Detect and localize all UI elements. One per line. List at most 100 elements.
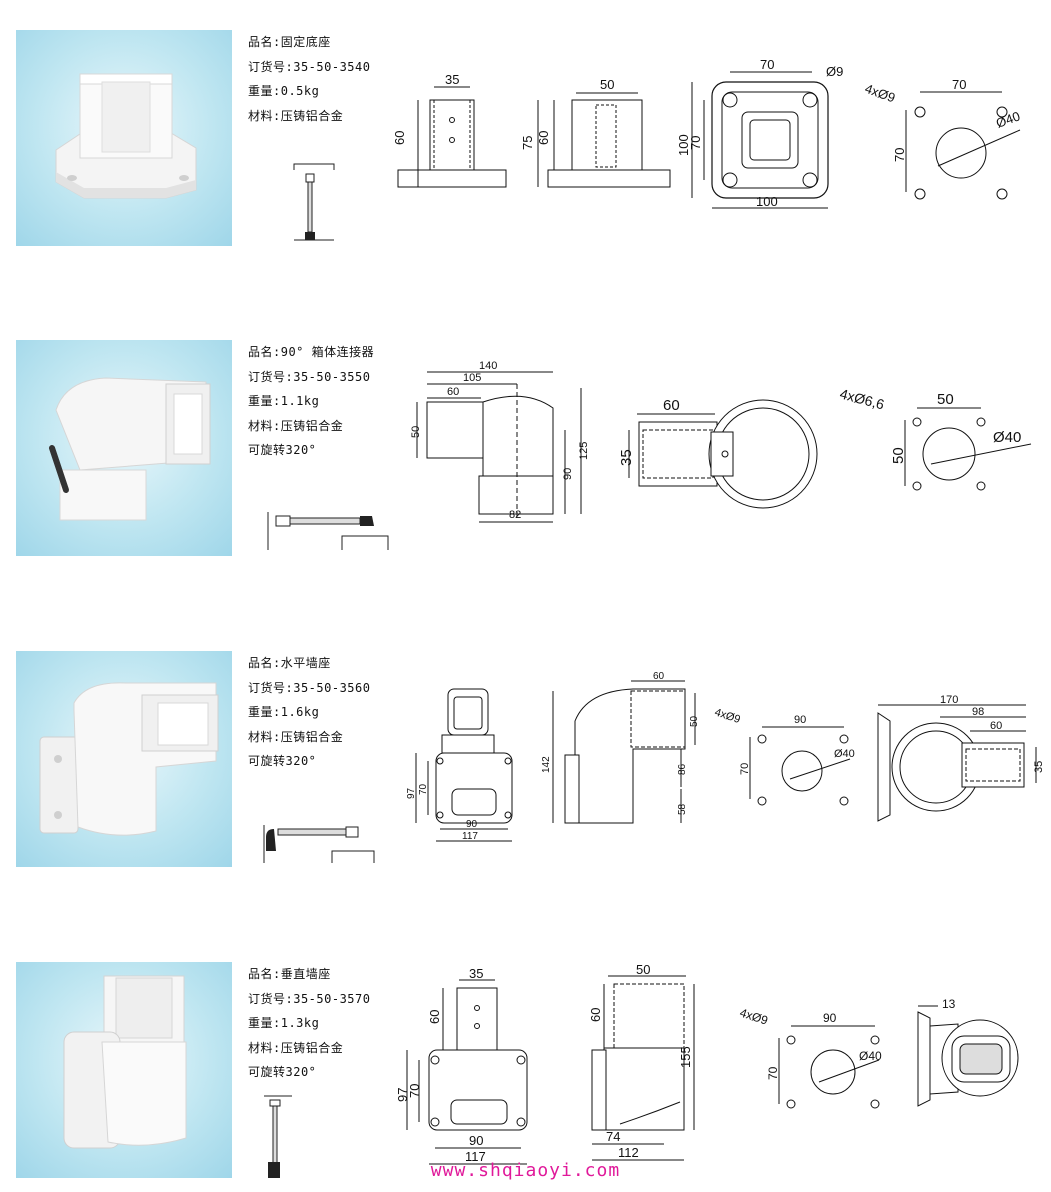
- product-photo-vertical-wall-mount: [16, 962, 232, 1178]
- dim-label: Ø40: [993, 429, 1021, 446]
- weight: 重量:1.6kg: [248, 705, 320, 719]
- spec-block: 品名:水平墙座 订货号:35-50-3560 重量:1.6kg 材料:压铸铝合金…: [248, 651, 408, 774]
- dim-label: 60: [990, 720, 1002, 732]
- weight: 重量:1.3kg: [248, 1016, 320, 1030]
- product-row-4: 品名:垂直墙座 订货号:35-50-3570 重量:1.3kg 材料:压铸铝合金…: [0, 962, 1051, 1192]
- spec-block: 品名:固定底座 订货号:35-50-3540 重量:0.5kg 材料:压铸铝合金: [248, 30, 408, 128]
- material: 材料:压铸铝合金: [248, 729, 344, 744]
- front-view-drawing: 35 60: [392, 75, 507, 188]
- top-view-drawing: 170 98 60 35: [877, 695, 1045, 822]
- dim-label: 35: [445, 75, 459, 87]
- dim-label: 98: [972, 706, 984, 718]
- product-name: 品名:垂直墙座: [248, 967, 331, 981]
- hole-pattern-drawing: 4xØ9 70 Ø40 70: [863, 77, 1022, 200]
- dim-label: 100: [756, 194, 778, 209]
- dim-label: 70: [760, 58, 774, 72]
- dim-label: 50: [410, 426, 422, 438]
- dim-label: 86: [677, 763, 688, 775]
- dim-label: 125: [578, 442, 590, 460]
- dim-label: 60: [392, 131, 407, 145]
- dim-label: 70: [418, 783, 429, 795]
- install-diagram: [264, 1095, 292, 1178]
- dim-label: 60: [447, 386, 459, 398]
- weight: 重量:0.5kg: [248, 84, 320, 98]
- dim-label: 4xØ6,6: [838, 385, 886, 412]
- dim-label: 60: [588, 1008, 603, 1022]
- dim-label: 82: [509, 509, 521, 521]
- dim-label: 117: [462, 831, 478, 842]
- dim-label: 142: [541, 756, 552, 773]
- dim-label: 35: [618, 449, 635, 466]
- dim-label: 60: [653, 671, 665, 682]
- order-number: 订货号:35-50-3570: [248, 991, 371, 1006]
- dim-label: 90: [562, 468, 574, 480]
- dim-label: 35: [1033, 761, 1045, 773]
- dim-label: 90: [794, 714, 806, 726]
- product-photo-base: [16, 30, 232, 246]
- dim-label: 50: [689, 715, 700, 727]
- rotation: 可旋转320°: [248, 1065, 317, 1079]
- dim-label: 50: [890, 447, 907, 464]
- side-view-drawing: 50 60 155 74 112: [588, 964, 695, 1161]
- dim-label: Ø40: [994, 108, 1022, 131]
- install-diagram: [293, 163, 335, 241]
- dim-label: 60: [663, 397, 680, 414]
- dim-label: 155: [678, 1046, 693, 1068]
- install-diagram: [267, 512, 389, 550]
- order-number: 订货号:35-50-3560: [248, 680, 371, 695]
- material: 材料:压铸铝合金: [248, 108, 344, 123]
- product-name: 品名:水平墙座: [248, 656, 331, 670]
- front-view-drawing: 35 60 97 70 90 117: [395, 968, 528, 1165]
- dim-label: 60: [427, 1010, 442, 1024]
- top-view-drawing: 13: [917, 997, 1019, 1107]
- dim-label: 90: [466, 819, 478, 830]
- product-photo-horizontal-wall-mount: [16, 651, 232, 867]
- dim-label: 50: [600, 77, 614, 92]
- front-view-drawing: 97 70 90 117: [406, 688, 513, 842]
- dim-label: 100: [678, 134, 691, 156]
- dim-label: 58: [677, 803, 688, 815]
- website-footer: www.shqiaoyi.com: [430, 1160, 621, 1181]
- dim-label: 4xØ9: [738, 1006, 770, 1028]
- product-row-3: 品名:水平墙座 订货号:35-50-3560 重量:1.6kg 材料:压铸铝合金…: [0, 651, 1051, 881]
- dim-label: 117: [465, 1149, 486, 1164]
- dim-label: 75: [520, 136, 535, 150]
- install-diagram: [263, 825, 375, 863]
- dim-label: 50: [937, 391, 954, 408]
- dim-label: 4xØ9: [863, 81, 897, 106]
- dim-label: 70: [766, 1066, 780, 1080]
- dim-label: 140: [479, 360, 497, 372]
- order-number: 订货号:35-50-3550: [248, 369, 371, 384]
- material: 材料:压铸铝合金: [248, 1040, 344, 1055]
- dim-label: 4xØ9: [713, 706, 742, 726]
- spec-block: 品名:90° 箱体连接器 订货号:35-50-3550 重量:1.1kg 材料:…: [248, 340, 408, 463]
- side-view-drawing: 140 105 60 50 90 125 82: [410, 360, 590, 523]
- dim-label: 97: [406, 787, 417, 799]
- dim-label: 50: [636, 964, 650, 977]
- dim-label: 13: [942, 997, 956, 1011]
- dim-label: 170: [940, 695, 958, 706]
- product-name: 品名:90° 箱体连接器: [248, 345, 375, 359]
- dim-label: 60: [536, 131, 551, 145]
- dim-label: 35: [469, 968, 483, 981]
- order-number: 订货号:35-50-3540: [248, 59, 371, 74]
- hole-pattern-drawing: 4xØ6,6 50 Ø40 50: [838, 385, 1032, 491]
- dim-label: 112: [618, 1145, 639, 1160]
- side-view-drawing: 50 75 60: [520, 77, 671, 188]
- dim-label: 70: [892, 148, 907, 162]
- dim-label: 70: [407, 1084, 422, 1098]
- product-name: 品名:固定底座: [248, 35, 331, 49]
- product-row-1: 品名:固定底座 订货号:35-50-3540 重量:0.5kg 材料:压铸铝合金…: [0, 30, 1051, 260]
- hole-pattern-drawing: 4xØ9 90 70 Ø40: [738, 1006, 882, 1109]
- dim-label: 90: [469, 1133, 483, 1148]
- dim-label: 70: [688, 136, 703, 150]
- rotation: 可旋转320°: [248, 443, 317, 457]
- rotation: 可旋转320°: [248, 754, 317, 768]
- product-photo-connector: [16, 340, 232, 556]
- dim-label: 70: [952, 77, 966, 92]
- dim-label: 97: [395, 1088, 410, 1102]
- dim-label: Ø40: [859, 1049, 882, 1063]
- dim-label: Ø40: [834, 748, 855, 760]
- hole-pattern-drawing: 4xØ9 90 70 Ø40: [713, 706, 855, 806]
- dim-label: 70: [739, 763, 751, 775]
